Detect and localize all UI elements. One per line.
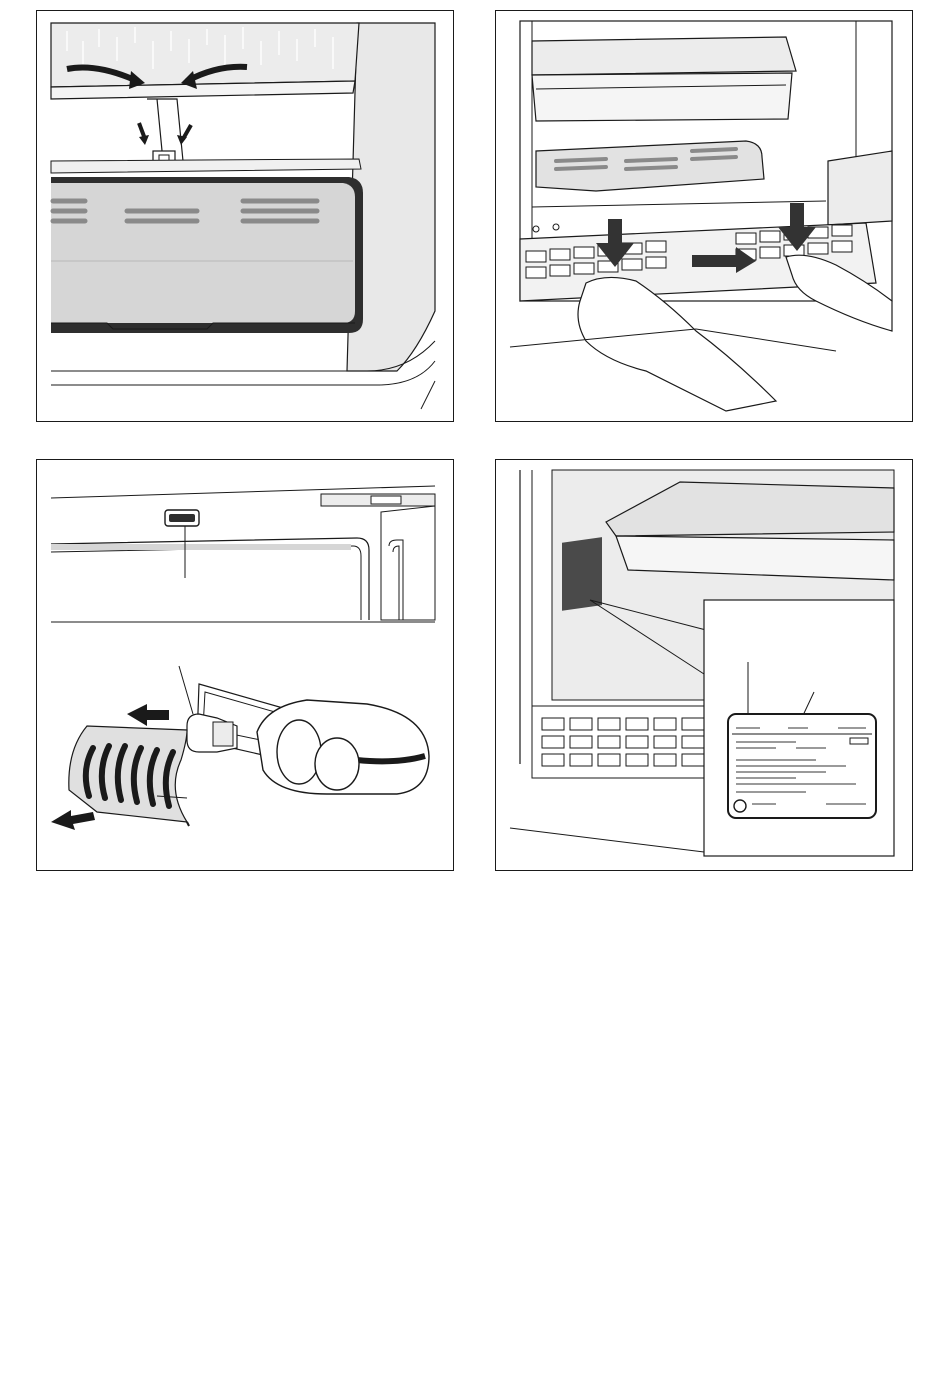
illustration-panel-defrost-drain — [36, 10, 454, 422]
illustration-panel-rating-plate — [495, 459, 913, 871]
illustration-panel-vent-grille — [495, 10, 913, 422]
defrost-drain-illustration — [37, 11, 454, 422]
illustration-panel-light-bulb — [36, 459, 454, 871]
rating-plate-illustration — [496, 460, 913, 871]
vent-grille-illustration — [496, 11, 913, 422]
light-bulb-illustration — [37, 460, 454, 871]
